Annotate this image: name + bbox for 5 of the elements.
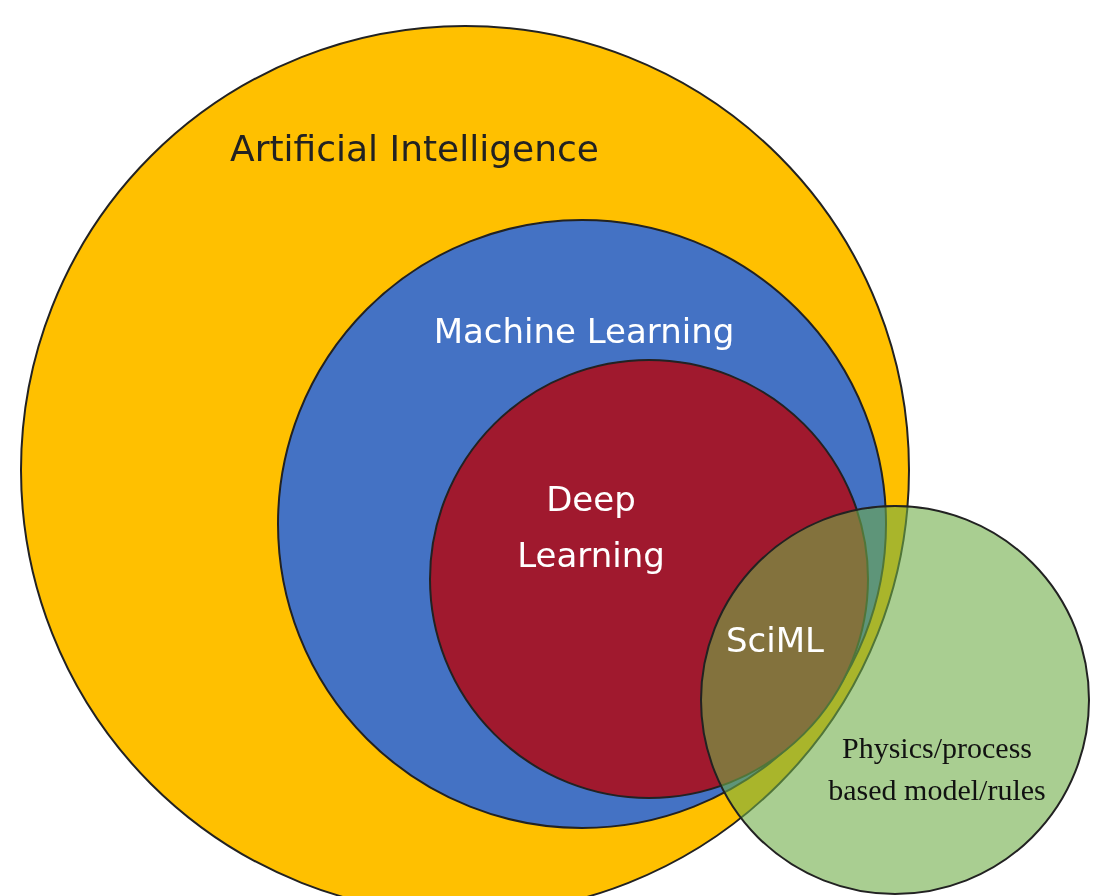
circle-label: Machine Learning xyxy=(432,310,736,353)
circle-label: Physics/process based model/rules xyxy=(827,730,1047,808)
circle-label: Deep Learning xyxy=(516,478,666,577)
overlap-label: SciML xyxy=(725,620,825,660)
circle-label: Artificial Intelligence xyxy=(229,127,600,171)
